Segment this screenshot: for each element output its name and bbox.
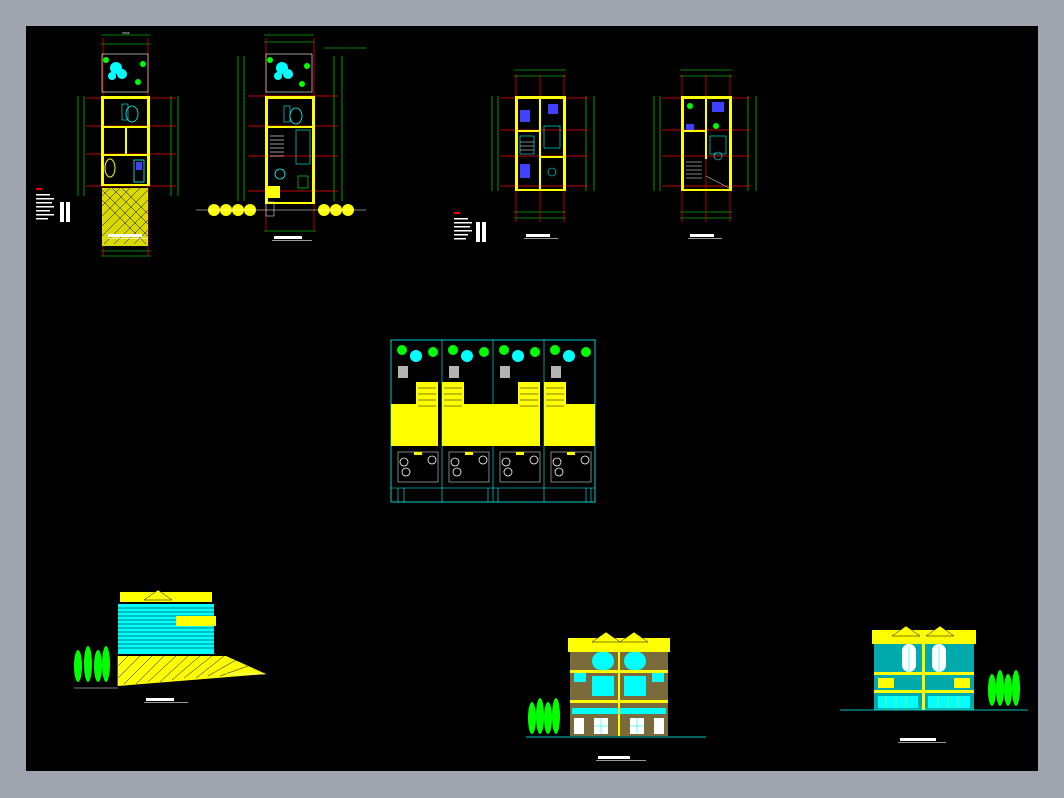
elevation-side[interactable] [74,589,266,703]
floor-plan-third[interactable] [653,69,757,239]
drawing-sheet: 3900 [36,31,1028,761]
notes-block-1 [36,188,70,222]
notes-block-3 [454,212,486,242]
floor-plan-second[interactable] [454,69,595,242]
floor-plan-ground[interactable]: 3900 [36,31,179,257]
floor-plan-first[interactable] [196,34,366,241]
cad-drawing-canvas[interactable]: 3900 [26,26,1038,771]
svg-text:3900: 3900 [122,31,130,35]
site-plan-row-houses[interactable] [390,339,596,503]
elevation-front[interactable] [526,631,706,761]
elevation-rear[interactable] [840,625,1028,743]
